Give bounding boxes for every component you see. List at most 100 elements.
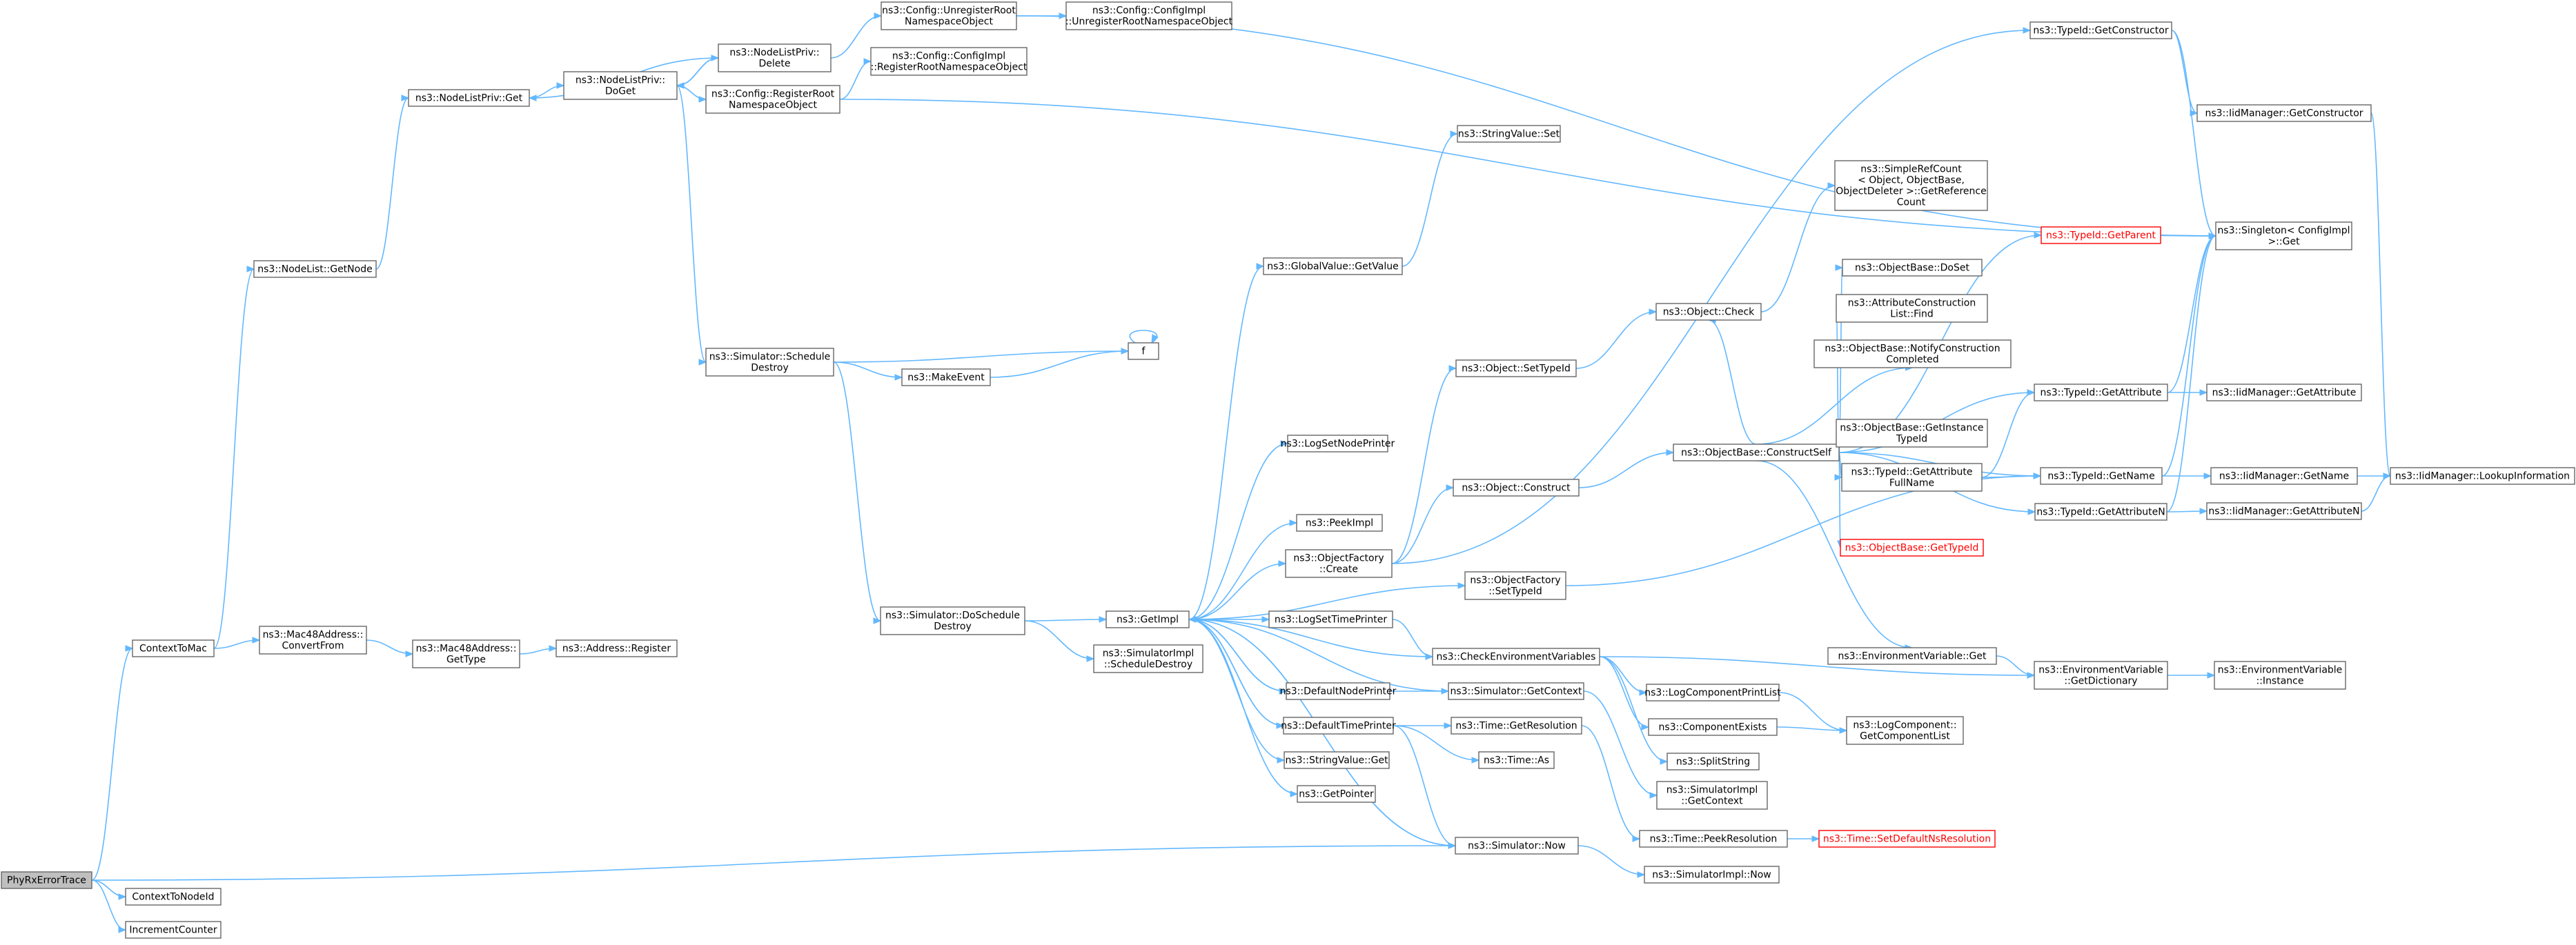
function-node-simplerefcount[interactable]: ns3::SimpleRefCount< Object, ObjectBase,… <box>1834 160 1988 211</box>
node-label: ns3::Object::Construct <box>1462 483 1571 494</box>
function-node-simgetctx[interactable]: ns3::Simulator::GetContext <box>1448 682 1584 700</box>
function-node-logcompgetlist[interactable]: ns3::LogComponent::GetComponentList <box>1846 716 1964 745</box>
function-node-nlpget[interactable]: ns3::NodeListPriv::Get <box>408 89 530 107</box>
function-node-tidgetattr[interactable]: ns3::TypeId::GetAttribute <box>2034 384 2168 401</box>
function-node-strvalset[interactable]: ns3::StringValue::Set <box>1457 125 1561 143</box>
function-node-simimplnow[interactable]: ns3::SimulatorImpl::Now <box>1644 866 1780 884</box>
edge-line <box>833 361 881 621</box>
function-node-tidgetname[interactable]: ns3::TypeId::GetName <box>2040 467 2163 485</box>
function-node-strvalget[interactable]: ns3::StringValue::Get <box>1284 751 1390 769</box>
function-node-deftimeprinter[interactable]: ns3::DefaultTimePrinter <box>1281 717 1396 735</box>
function-node-simimplgetctx[interactable]: ns3::SimulatorImpl::GetContext <box>1656 781 1768 810</box>
function-node-peekimpl[interactable]: ns3::PeekImpl <box>1296 514 1383 532</box>
edge-line <box>2370 112 2391 477</box>
function-node-getpointer[interactable]: ns3::GetPointer <box>1297 785 1376 803</box>
function-node-addrreg[interactable]: ns3::Address::Register <box>555 639 678 657</box>
node-box <box>2206 384 2362 401</box>
function-node-objbasedoset[interactable]: ns3::ObjectBase::DoSet <box>1842 259 1983 277</box>
node-box <box>1105 610 1190 628</box>
function-node-iidgetname[interactable]: ns3::IidManager::GetName <box>2210 467 2358 485</box>
node-box <box>412 639 520 668</box>
function-node-tidgetctor[interactable]: ns3::TypeId::GetConstructor <box>2029 21 2172 39</box>
edge-arrowhead <box>1448 365 1457 372</box>
edge-line <box>1188 585 1466 620</box>
call-edge-logsettime-to-checkenv <box>1392 619 1434 660</box>
function-node-objbasenotify[interactable]: ns3::ObjectBase::NotifyConstructionCompl… <box>1813 339 2012 368</box>
function-node-iidgetctor[interactable]: ns3::IidManager::GetConstructor <box>2196 104 2372 122</box>
function-node-nlpdelete[interactable]: ns3::NodeListPriv::Delete <box>718 43 832 72</box>
function-node-simnow[interactable]: ns3::Simulator::Now <box>1455 837 1579 855</box>
function-node-mac48conv[interactable]: ns3::Mac48Address::ConvertFrom <box>259 626 367 655</box>
call-edge-tidgetname-to-iidgetname <box>2161 472 2212 479</box>
node-label: ns3::Time::As <box>1484 755 1549 766</box>
function-node-iidgetattr[interactable]: ns3::IidManager::GetAttribute <box>2206 384 2362 401</box>
function-node-cfgreg[interactable]: ns3::Config::RegisterRootNamespaceObject <box>705 85 840 114</box>
function-node-objcheck[interactable]: ns3::Object::Check <box>1655 303 1762 321</box>
function-node-envvarget[interactable]: ns3::EnvironmentVariable::Get <box>1827 647 1997 665</box>
edge-arrowhead <box>1660 758 1669 765</box>
function-node-objfactcreate[interactable]: ns3::ObjectFactory::Create <box>1285 549 1393 578</box>
function-node-gvgetvalue[interactable]: ns3::GlobalValue::GetValue <box>1263 257 1403 275</box>
function-node-simimplsched[interactable]: ns3::SimulatorImpl::ScheduleDestroy <box>1093 644 1203 673</box>
function-node-tidgetattrn[interactable]: ns3::TypeId::GetAttributeN <box>2034 503 2167 521</box>
function-node-splitstring[interactable]: ns3::SplitString <box>1666 753 1760 770</box>
function-node-cfgimplreg[interactable]: ns3::Config::ConfigImpl::RegisterRootNam… <box>870 47 1028 76</box>
function-node-iidgetattrn[interactable]: ns3::IidManager::GetAttributeN <box>2206 502 2362 520</box>
node-box <box>1284 751 1390 769</box>
function-node-objconstruct[interactable]: ns3::Object::Construct <box>1453 479 1580 497</box>
function-node-getimpl[interactable]: ns3::GetImpl <box>1105 610 1190 628</box>
function-node-iidlookup[interactable]: ns3::IidManager::LookupInformation <box>2390 467 2575 485</box>
function-node-nlpdoget[interactable]: ns3::NodeListPriv::DoGet <box>563 71 678 100</box>
function-node-logcompprint[interactable]: ns3::LogComponentPrintList <box>1644 684 1781 702</box>
function-node-logsettime[interactable]: ns3::LogSetTimePrinter <box>1268 610 1393 628</box>
function-node-objbaseconstruct[interactable]: ns3::ObjectBase::ConstructSelf <box>1673 444 1840 461</box>
edge-arrowhead <box>1444 722 1453 729</box>
function-node-tidgetparent[interactable]: ns3::TypeId::GetParent <box>2041 226 2161 244</box>
function-node-logsetnode[interactable]: ns3::LogSetNodePrinter <box>1281 435 1395 452</box>
function-node-inccnt[interactable]: IncrementCounter <box>125 921 222 939</box>
node-box <box>1263 257 1403 275</box>
node-label: ns3::TypeId::GetAttribute <box>1851 467 1973 478</box>
function-node-timesetdefns[interactable]: ns3::Time::SetDefaultNsResolution <box>1818 830 1996 848</box>
edge-line <box>833 361 903 378</box>
function-node-phyrx[interactable]: PhyRxErrorTrace <box>1 871 92 889</box>
function-node-cfgunreg[interactable]: ns3::Config::UnregisterRootNamespaceObje… <box>881 1 1017 30</box>
function-node-ctxnode[interactable]: ContextToNodeId <box>125 888 222 906</box>
function-node-cfgimplunreg[interactable]: ns3::Config::ConfigImpl::UnregisterRootN… <box>1065 1 1233 30</box>
function-node-nlgetnode[interactable]: ns3::NodeList::GetNode <box>253 260 377 278</box>
function-node-objbasegettid[interactable]: ns3::ObjectBase::GetTypeId <box>1840 539 1984 557</box>
function-node-compexists[interactable]: ns3::ComponentExists <box>1648 718 1778 736</box>
node-box <box>1836 294 1988 323</box>
call-edge-phyrx-to-inccnt <box>91 879 127 933</box>
edge-arrowhead <box>874 12 883 19</box>
function-node-objsettid[interactable]: ns3::Object::SetTypeId <box>1455 359 1577 377</box>
edge-arrowhead <box>698 359 707 366</box>
function-node-singleton[interactable]: ns3::Singleton< ConfigImpl>::Get <box>2215 221 2352 250</box>
function-node-simsched[interactable]: ns3::Simulator::ScheduleDestroy <box>705 348 834 377</box>
function-node-timeas[interactable]: ns3::Time::As <box>1478 751 1555 769</box>
node-label: ns3::Object::Check <box>1663 307 1755 318</box>
node-label: ns3::Simulator::DoSchedule <box>885 610 1020 621</box>
function-node-timepeekres[interactable]: ns3::Time::PeekResolution <box>1639 830 1788 848</box>
function-node-ctxmac[interactable]: ContextToMac <box>132 639 215 657</box>
function-node-f[interactable]: f <box>1128 342 1159 360</box>
function-node-envvargetdict[interactable]: ns3::EnvironmentVariable::GetDictionary <box>2034 661 2168 690</box>
node-label: ns3::AttributeConstruction <box>1848 298 1976 309</box>
function-node-objfactsettid[interactable]: ns3::ObjectFactory::SetTypeId <box>1464 571 1566 600</box>
edge-line <box>1188 619 1285 761</box>
function-node-mac48type[interactable]: ns3::Mac48Address::GetType <box>412 639 520 668</box>
function-node-defnodeprinter[interactable]: ns3::DefaultNodePrinter <box>1280 682 1397 700</box>
node-box <box>1656 781 1768 810</box>
function-node-checkenv[interactable]: ns3::CheckEnvironmentVariables <box>1432 648 1600 666</box>
edge-arrowhead <box>1099 616 1108 623</box>
function-node-timegetres[interactable]: ns3::Time::GetResolution <box>1451 717 1582 735</box>
node-box <box>1297 785 1376 803</box>
function-node-envvarinst[interactable]: ns3::EnvironmentVariable::Instance <box>2214 661 2346 690</box>
edge-arrowhead <box>118 893 127 900</box>
edge-arrowhead <box>556 82 565 89</box>
function-node-makeevent[interactable]: ns3::MakeEvent <box>901 368 991 386</box>
